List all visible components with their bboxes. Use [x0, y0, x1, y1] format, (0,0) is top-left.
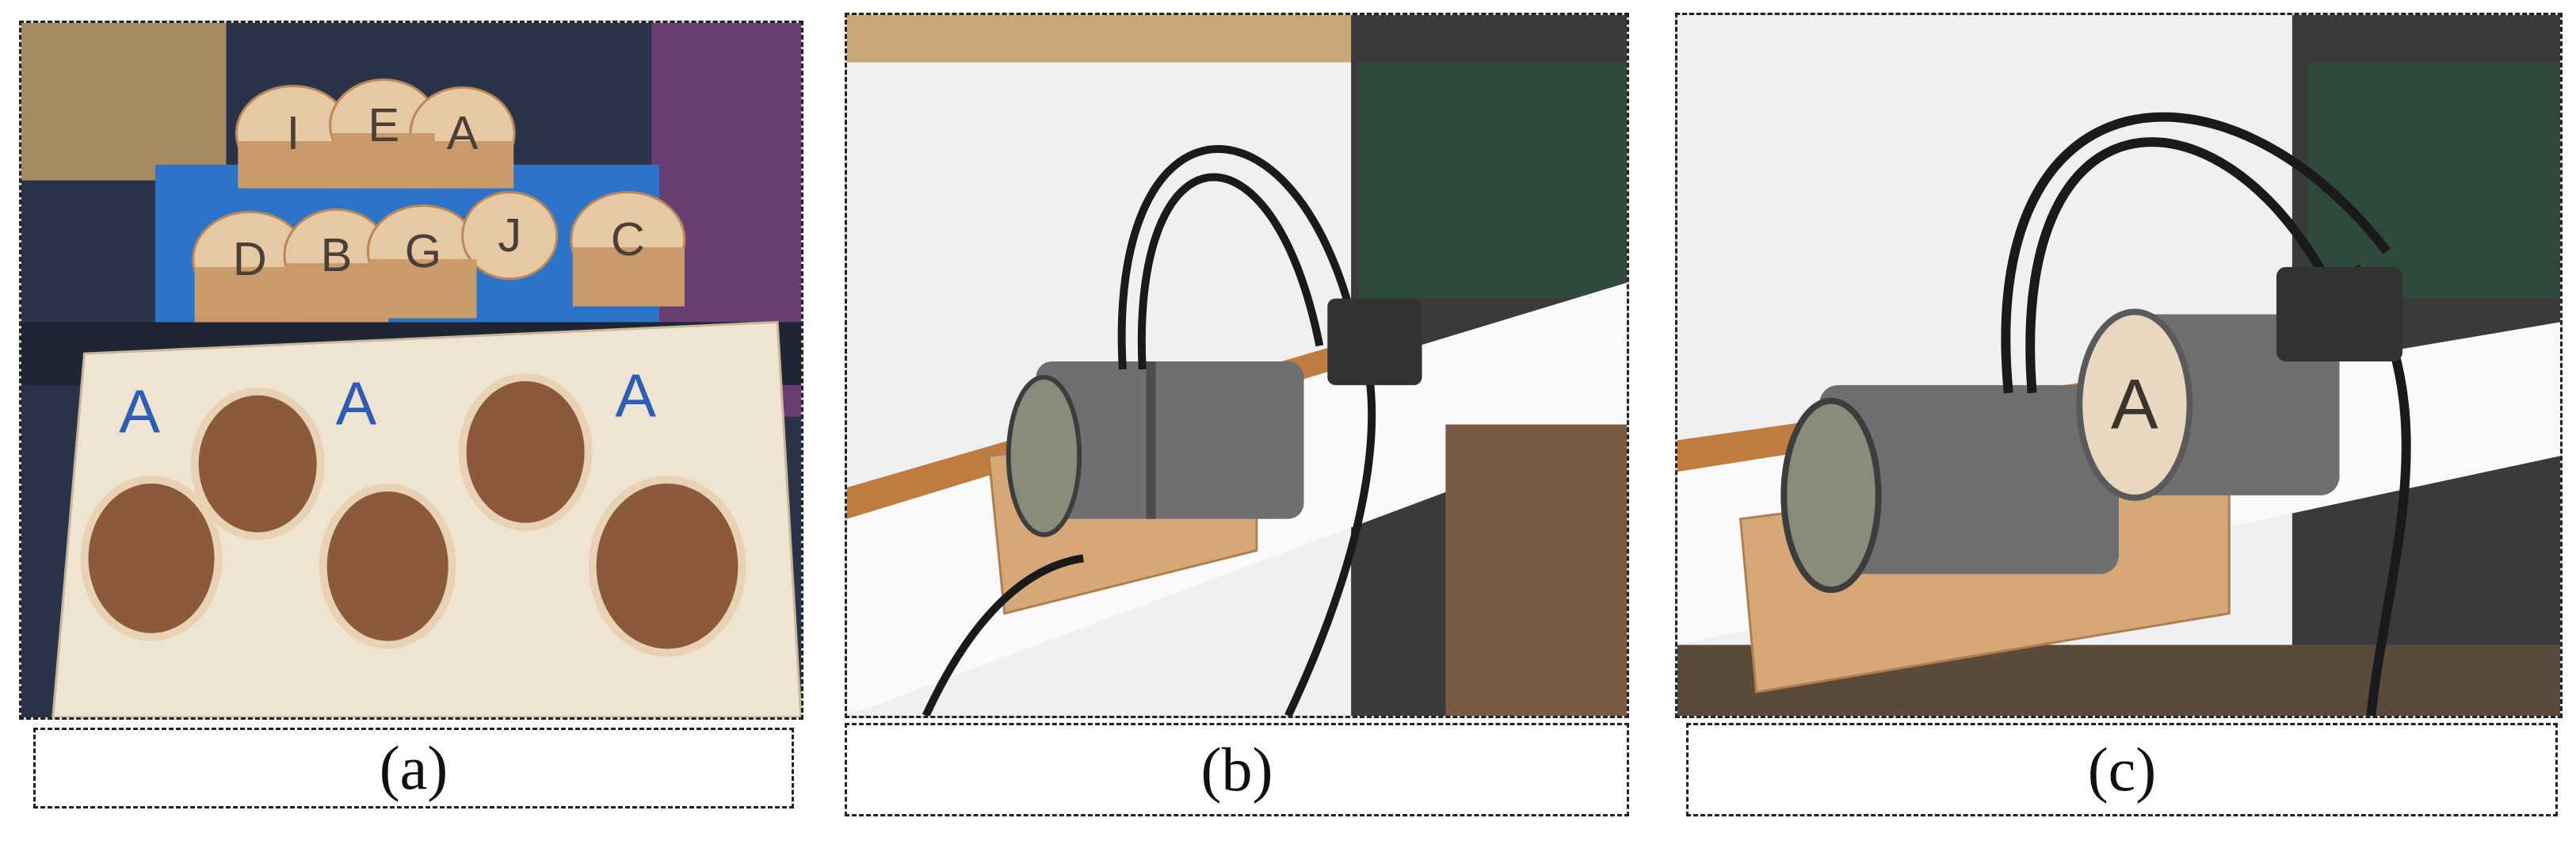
photo-b: [845, 13, 1629, 718]
holder-board: A A A: [52, 320, 801, 717]
caption-c: (c): [1686, 723, 2558, 816]
caption-b: (b): [845, 723, 1629, 816]
board-letter-3: A: [615, 362, 656, 430]
board-letter-1: A: [119, 377, 160, 445]
transducer-cylinder: [1006, 361, 1304, 537]
disc-letter-b: B: [321, 228, 353, 281]
caption-a-text: (a): [379, 733, 448, 802]
disc-letter-c: C: [611, 212, 645, 266]
sample-letter: A: [2111, 365, 2158, 444]
disc-letter-d: D: [233, 232, 267, 285]
photo-b-image: [847, 15, 1627, 716]
photo-a-image: I E A D B G J C: [21, 23, 801, 717]
disc-letter-i: I: [287, 106, 300, 159]
photo-a: I E A D B G J C: [19, 21, 803, 720]
disc-letter-j: J: [498, 208, 521, 262]
wood-discs: I E A D B G J C: [192, 78, 686, 323]
caption-a: (a): [33, 728, 794, 809]
photo-c-image: A: [1677, 15, 2560, 716]
caption-b-text: (b): [1200, 735, 1273, 804]
caption-c-text: (c): [2087, 735, 2157, 804]
disc-letter-g: G: [405, 224, 441, 277]
photo-c: A: [1675, 13, 2563, 718]
board-letter-2: A: [336, 370, 377, 438]
disc-letter-a: A: [447, 106, 479, 159]
transducer-cylinder: [1780, 384, 2119, 594]
disc-letter-e: E: [368, 98, 399, 151]
